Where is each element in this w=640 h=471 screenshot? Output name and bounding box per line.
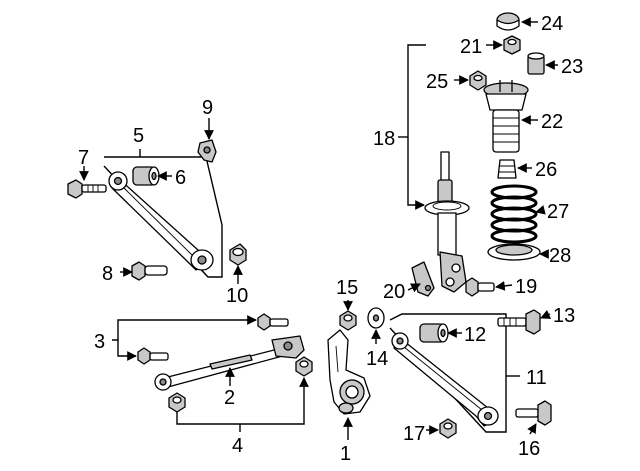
bolt-7 [67, 179, 107, 199]
arm-11-panel-outline [389, 313, 507, 433]
callout-labels: 1 2 3 4 5 6 7 8 9 10 11 12 13 14 15 16 1… [78, 13, 583, 465]
callout-3: 3 [94, 331, 105, 353]
bolt-3-lower [137, 347, 169, 365]
callout-25: 25 [426, 71, 448, 93]
nut-4-right [295, 356, 313, 377]
callout-26: 26 [535, 159, 557, 181]
nut-17 [439, 418, 457, 439]
callout-21: 21 [460, 36, 482, 58]
callout-11: 11 [526, 367, 547, 389]
callout-24: 24 [541, 13, 563, 35]
bolt-3-upper [257, 313, 289, 331]
bump-stop-26 [497, 159, 517, 179]
lateral-link [159, 347, 291, 388]
callout-1: 1 [340, 443, 351, 465]
coil-spring-27 [490, 184, 538, 244]
callout-18: 18 [373, 128, 395, 150]
bushing-23 [527, 52, 545, 75]
callout-19: 19 [515, 276, 537, 298]
strut-body [437, 212, 457, 256]
callout-12: 12 [464, 324, 486, 346]
callout-14: 14 [366, 348, 388, 370]
bushing-12 [419, 323, 449, 343]
callout-6: 6 [175, 167, 186, 189]
nut-21 [503, 35, 521, 55]
callout-9: 9 [202, 97, 213, 119]
leader-lines [79, 17, 558, 440]
bolt-16 [515, 400, 552, 426]
steering-knuckle [327, 329, 371, 415]
nut-10 [229, 243, 247, 266]
nut-4-left [168, 392, 186, 413]
callout-22: 22 [541, 111, 563, 133]
callout-15: 15 [336, 277, 358, 299]
callout-23: 23 [561, 56, 583, 78]
nut-15 [339, 310, 357, 331]
lateral-link-group [154, 335, 305, 391]
bolt-8 [131, 261, 168, 281]
washer-14 [367, 307, 385, 329]
callout-7: 7 [78, 147, 89, 169]
bracket-9 [197, 139, 217, 163]
callout-2: 2 [224, 387, 235, 409]
dust-cap-24 [496, 12, 520, 31]
callout-4: 4 [232, 435, 243, 457]
callout-17: 17 [403, 423, 425, 445]
upper-control-arm-group [103, 156, 223, 278]
spring-seat-28 [487, 243, 541, 261]
callout-13: 13 [553, 305, 575, 327]
bushing-6 [132, 166, 160, 186]
strut-rod [440, 151, 450, 183]
callout-16: 16 [518, 438, 540, 460]
callout-20: 20 [383, 281, 405, 303]
callout-27: 27 [547, 201, 569, 223]
callout-5: 5 [133, 125, 144, 147]
bracket-20 [411, 261, 435, 297]
callout-10: 10 [226, 285, 248, 307]
strut-mount-22 [483, 80, 529, 153]
callout-28: 28 [549, 245, 571, 267]
strut-assembly [424, 151, 470, 293]
callout-8: 8 [102, 263, 113, 285]
bolt-13 [497, 309, 541, 335]
nut-25 [469, 70, 487, 91]
bolt-19 [465, 277, 495, 297]
lower-control-arm-group [389, 313, 507, 433]
